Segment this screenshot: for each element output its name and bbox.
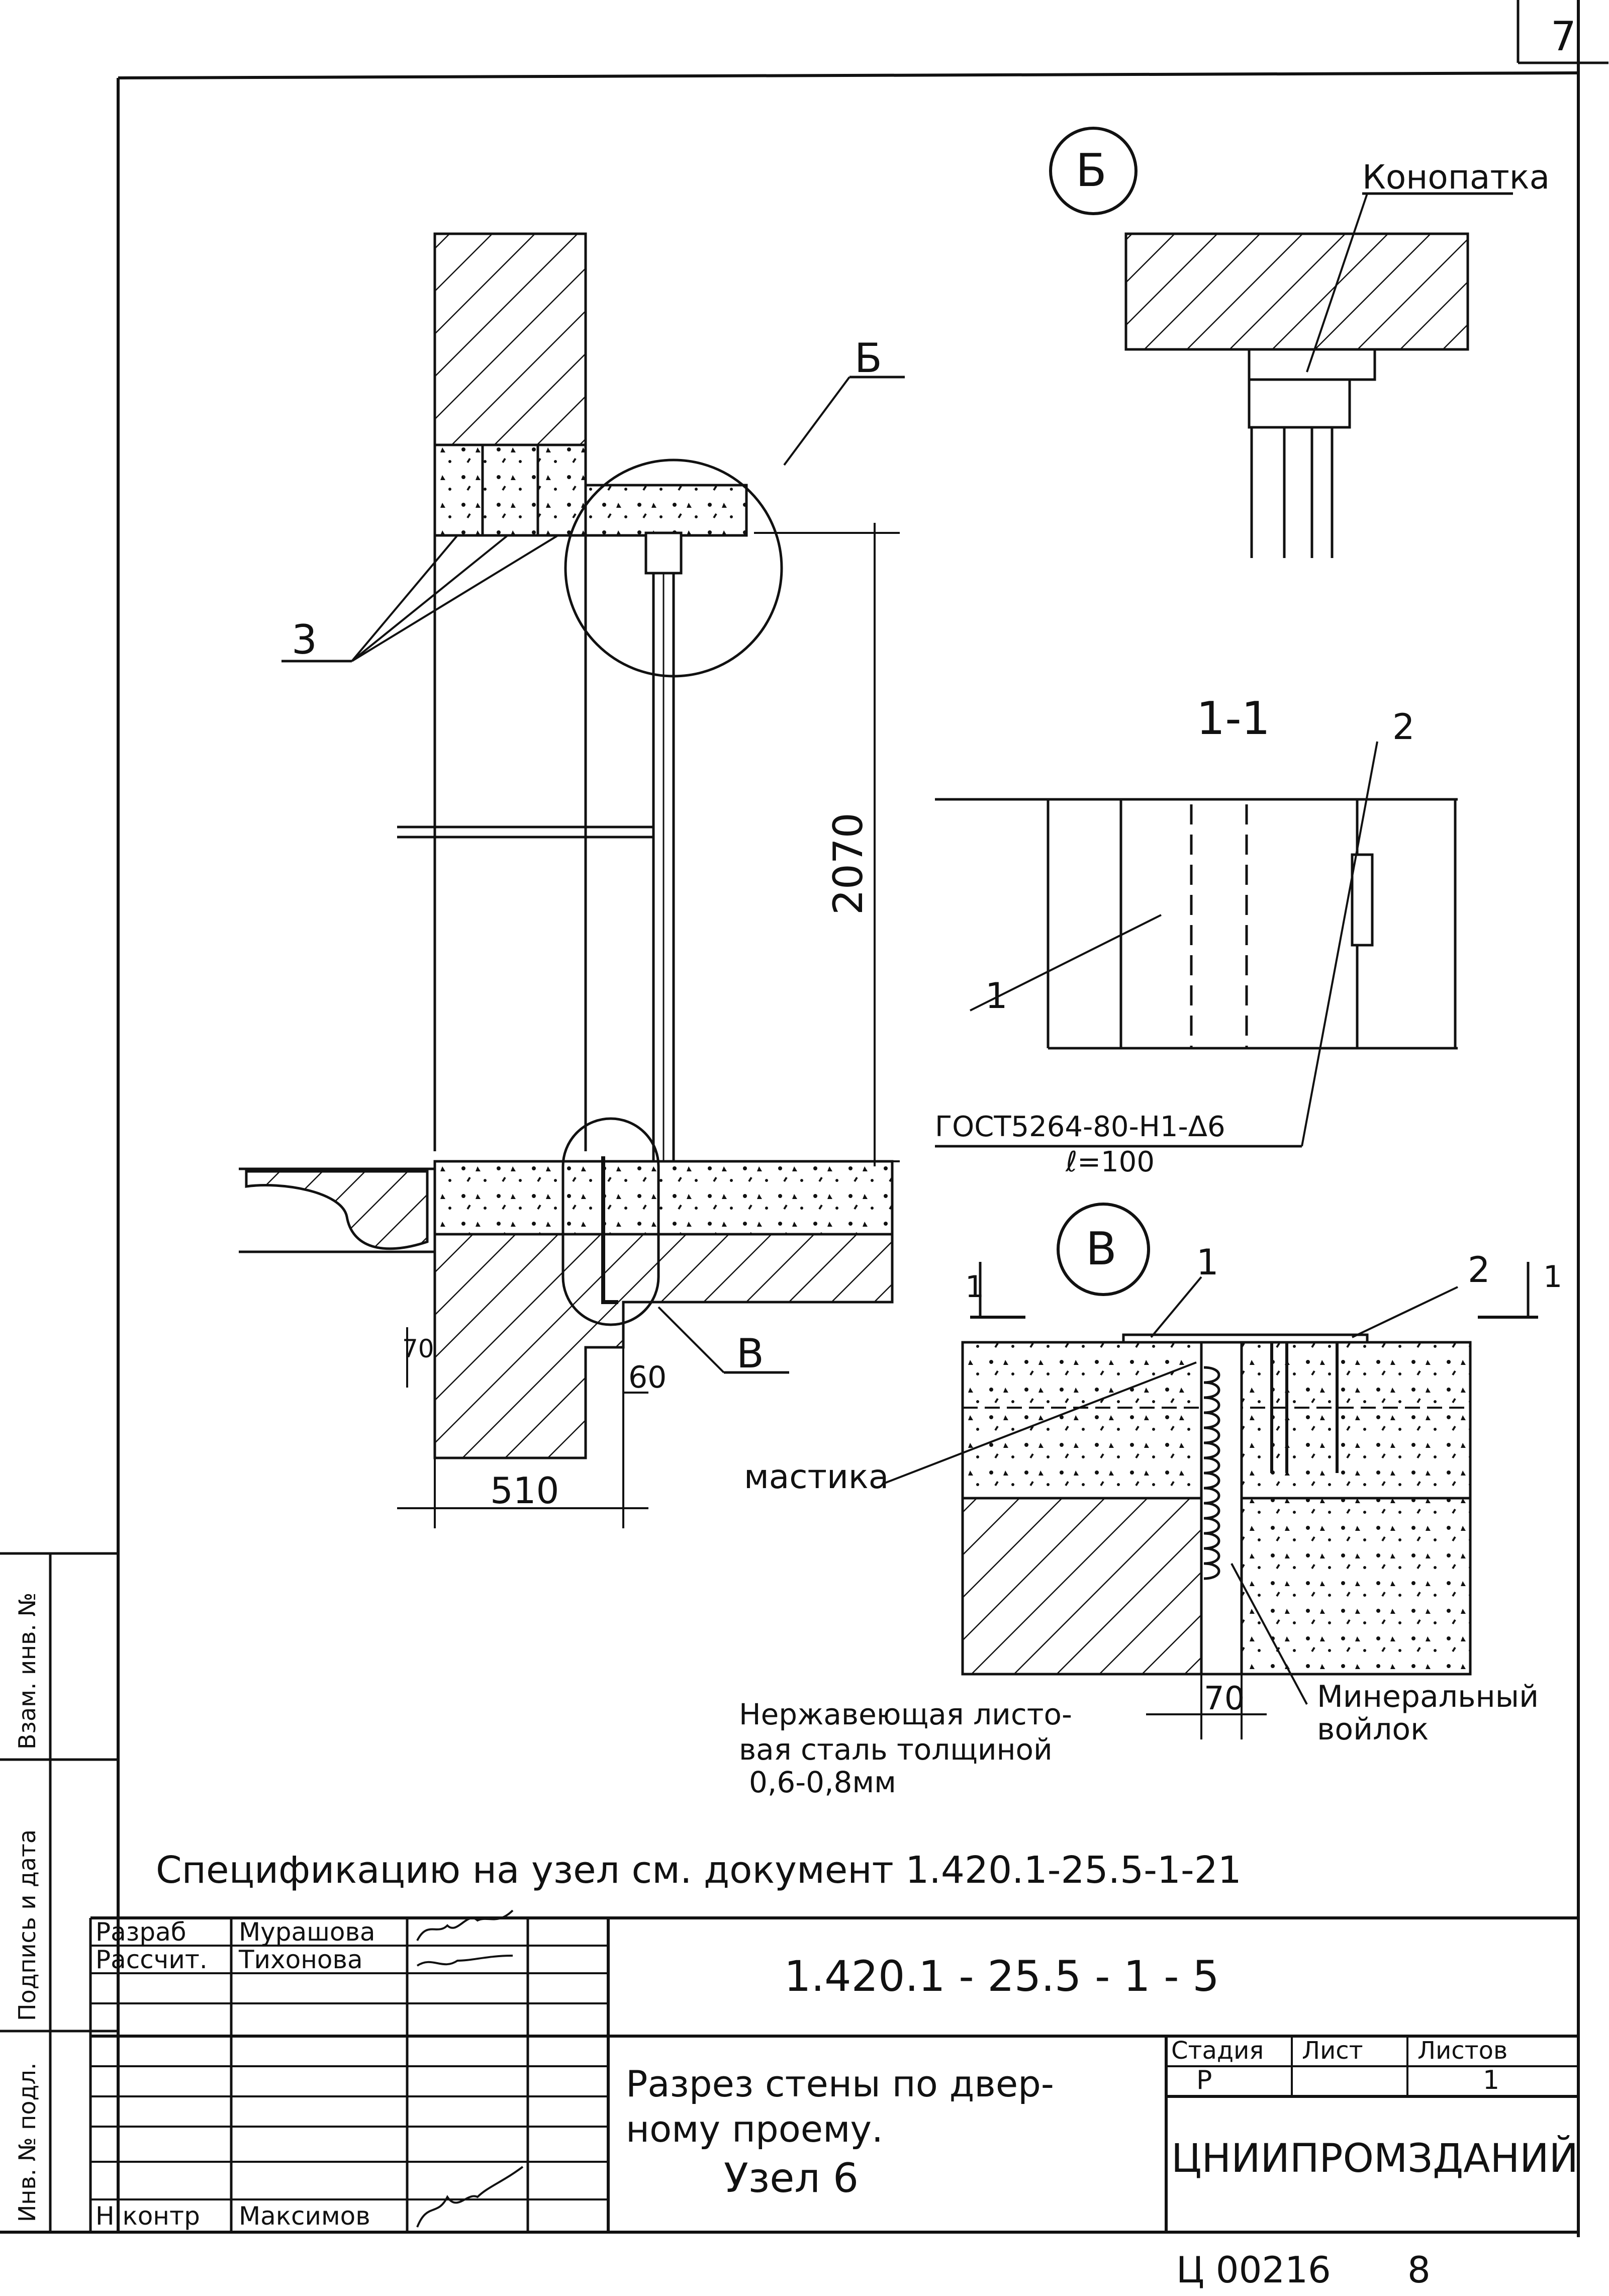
section-callout-2: 2 — [1392, 706, 1415, 748]
signature-razrab — [416, 1909, 514, 1941]
label-mastika: мастика — [744, 1457, 889, 1496]
callout-3: 3 — [292, 616, 317, 663]
title-block — [89, 1916, 1578, 2232]
section-title-1-1: 1-1 — [1196, 692, 1270, 745]
detail-v-callout-2: 2 — [1468, 1249, 1490, 1291]
detail-v-callout-1: 1 — [1196, 1242, 1219, 1283]
callout-v-label: В — [736, 1330, 764, 1377]
bottom-page-number: 8 — [1407, 2249, 1431, 2291]
drawing-title-line1: Разрез стены по двер- — [626, 2063, 1054, 2105]
role-row-1-name: Мурашова — [239, 1917, 375, 1947]
label-gost: ГОСТ5264-80-Н1-Δ6 — [935, 1111, 1225, 1143]
frame — [0, 0, 1608, 2237]
drawing-title-line3: Узел 6 — [724, 2155, 859, 2201]
label-felt-line1: Минеральный — [1317, 1679, 1539, 1714]
role-row-7-label: Н контр — [96, 2201, 200, 2231]
dimension-70-left: 70 — [402, 1334, 434, 1363]
side-stamp — [0, 1552, 118, 2232]
dimension-510: 510 — [490, 1470, 559, 1512]
role-row-1-label: Разраб — [96, 1917, 186, 1947]
side-stamp-inv-no: Инв. № подл. — [14, 2063, 41, 2222]
signature-rasschit — [416, 1955, 513, 1967]
side-stamp-signature-date: Подпись и дата — [14, 1829, 41, 2021]
side-stamp-replaces-inv: Взам. инв. № — [14, 1593, 41, 1750]
sheet-header: Лист — [1302, 2037, 1363, 2065]
callout-b-label: Б — [855, 335, 882, 382]
bottom-code: Ц 00216 — [1176, 2249, 1331, 2291]
sheets-value: 1 — [1483, 2065, 1499, 2095]
document-code: 1.420.1 - 25.5 - 1 - 5 — [784, 1952, 1219, 2001]
dimension-70-node: 70 — [1204, 1680, 1245, 1717]
sheet-number-top: 7 — [1551, 13, 1576, 60]
specification-note: Спецификацию на узел см. документ 1.420.… — [156, 1849, 1242, 1892]
section-callout-1: 1 — [985, 975, 1008, 1017]
stage-header: Стадия — [1171, 2037, 1264, 2065]
detail-b-circle-letter: Б — [1076, 144, 1107, 197]
cut-mark-left: 1 — [965, 1269, 984, 1305]
dimension-60: 60 — [628, 1360, 667, 1395]
role-row-7-name: Максимов — [239, 2201, 370, 2231]
label-konopatka: Конопатка — [1362, 158, 1550, 197]
label-steel-line1: Нержавеющая листо- — [739, 1697, 1072, 1731]
label-steel-line2: вая сталь толщиной — [739, 1732, 1053, 1767]
stage-value: Р — [1196, 2065, 1212, 2095]
label-steel-line3: 0,6-0,8мм — [749, 1765, 896, 1799]
sheets-header: Листов — [1417, 2037, 1507, 2065]
detail-v-circle-letter: В — [1086, 1223, 1117, 1275]
detail-b — [1049, 127, 1513, 558]
signature-nkontr — [416, 2166, 524, 2228]
role-row-2-name: Тихонова — [238, 1945, 363, 1974]
detail-v — [884, 1203, 1538, 1739]
section-1-1 — [935, 741, 1458, 1148]
organization-name: ЦНИИПРОМЗДАНИЙ — [1171, 2135, 1578, 2181]
label-felt-line2: войлок — [1317, 1712, 1429, 1747]
drawing-title-line2: ному проему. — [626, 2108, 883, 2150]
label-gost-length: ℓ=100 — [1065, 1146, 1155, 1178]
cut-mark-right: 1 — [1543, 1259, 1562, 1295]
role-row-2-label: Рассчит. — [96, 1945, 208, 1974]
main-wall-section — [239, 232, 905, 1528]
dimension-2070: 2070 — [825, 812, 872, 915]
